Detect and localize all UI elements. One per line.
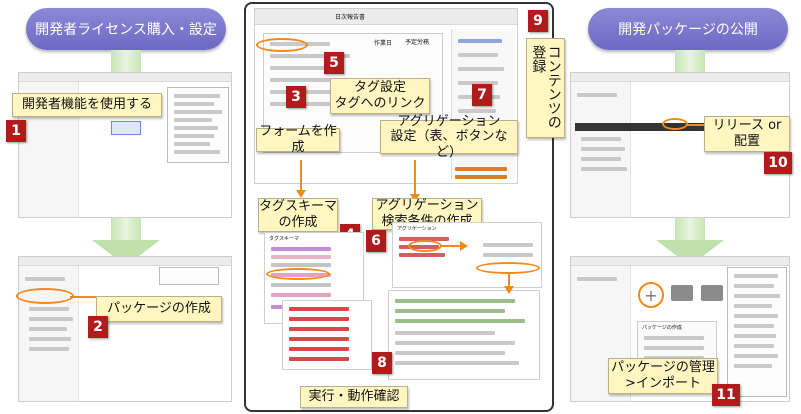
aggregation-title: アグリゲーション: [397, 226, 437, 232]
screenshot-aggregation: アグリゲーション: [392, 222, 542, 288]
callout-step-3-label: フォームを作成: [259, 124, 337, 155]
form-tab-1: 作業日: [374, 40, 393, 47]
badge-step-11: 11: [712, 384, 740, 406]
badge-step-9: 9: [528, 10, 548, 32]
badge-step-1: 1: [6, 120, 26, 142]
callout-step-7: アグリゲーション 設定（表、ボタンなど）: [380, 114, 518, 160]
callout-step-1-label: 開発者機能を使用する: [21, 97, 152, 113]
header-package-publish-label: 開発パッケージの公開: [618, 22, 758, 38]
badge-step-3: 3: [286, 86, 306, 108]
callout-step-8-label: 実行・動作確認: [308, 389, 400, 405]
connector-step-2: [70, 296, 96, 298]
callout-step-4-label: タグスキーマ の作成: [259, 199, 338, 230]
aggregation-oval-right: [476, 262, 540, 274]
connector-agg-to-debug: [508, 274, 510, 288]
callout-step-5-label: タグ設定 タグへのリンク: [334, 80, 426, 111]
badge-step-6: 6: [366, 230, 386, 252]
flow-arrow-right-top: [675, 50, 705, 72]
callout-step-5: タグ設定 タグへのリンク: [330, 78, 430, 114]
screenshot-package-create: [18, 256, 232, 402]
tag-schema-oval: [266, 268, 330, 280]
form-tab-2: 予定労務: [405, 39, 430, 46]
badge-step-5: 5: [324, 52, 344, 74]
callout-step-8: 実行・動作確認: [300, 386, 408, 408]
flow-arrow-right-mid: [675, 218, 705, 244]
callout-step-2-label: パッケージの作成: [107, 301, 211, 317]
flow-arrow-left-top: [111, 50, 141, 72]
badge-step-2: 2: [88, 316, 108, 338]
header-dev-license-label: 開発者ライセンス購入・設定: [35, 22, 217, 38]
aggregation-oval-left: [408, 240, 442, 252]
form-title: 日次報告書: [335, 14, 366, 21]
callout-step-10: リリース or 配置: [704, 116, 790, 152]
callout-step-2: パッケージの作成: [96, 296, 222, 322]
plus-icon: +: [638, 282, 664, 308]
release-oval: [662, 118, 688, 130]
callout-step-9: コンテンツの登録: [526, 38, 565, 138]
callout-step-3: フォームを作成: [256, 124, 340, 155]
badge-step-8: 8: [372, 352, 392, 374]
callout-step-9-label: コンテンツの登録: [530, 45, 562, 129]
screenshot-debug-console: [388, 290, 540, 380]
header-dev-license: 開発者ライセンス購入・設定: [26, 8, 226, 50]
package-manage-title: パッケージの作成: [642, 325, 682, 331]
badge-step-7: 7: [472, 84, 492, 106]
connector-form-to-tag: [300, 160, 302, 192]
callout-step-10-label: リリース or 配置: [712, 118, 782, 149]
package-highlight-oval: [16, 288, 74, 304]
connector-release: [686, 124, 706, 126]
callout-step-11-label: パッケージの管理 >インポート: [611, 360, 715, 391]
flow-arrow-left-mid: [111, 218, 141, 244]
screenshot-result-list: [282, 300, 372, 370]
callout-step-11: パッケージの管理 >インポート: [608, 358, 718, 394]
connector-form-to-agg: [414, 160, 416, 196]
tag-highlight-oval: [256, 38, 308, 52]
tag-schema-title: タグスキーマ: [269, 236, 300, 242]
badge-step-10: 10: [764, 152, 792, 174]
callout-step-7-label: アグリゲーション 設定（表、ボタンなど）: [390, 113, 508, 160]
header-package-publish: 開発パッケージの公開: [588, 8, 788, 50]
callout-step-1: 開発者機能を使用する: [12, 93, 162, 117]
callout-step-4: タグスキーマ の作成: [258, 198, 338, 232]
connector-agg-mid: [440, 245, 460, 247]
